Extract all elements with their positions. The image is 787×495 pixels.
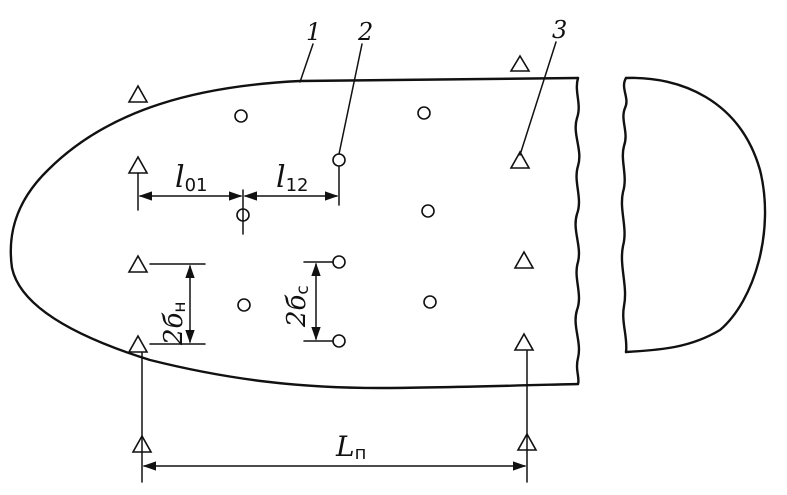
- dimension-label-l12-sub: 12: [286, 175, 309, 196]
- wing-break-line: [574, 76, 581, 386]
- wing-tip-break-line: [620, 76, 628, 354]
- circle-marker-3: [332, 153, 346, 167]
- triangle-marker-a: [127, 84, 149, 103]
- circle-marker-6: [332, 255, 346, 269]
- leader-line-3: [519, 41, 557, 156]
- callout-label-1: 1: [306, 18, 321, 46]
- circle-marker-8: [423, 295, 437, 309]
- dimension-label-lp-sub: п: [355, 443, 367, 464]
- circle-marker-9: [332, 334, 346, 348]
- dimension-label-l12: l12: [276, 160, 309, 196]
- circle-marker-5: [421, 204, 435, 218]
- dimension-label-bh-sub: н: [170, 301, 190, 312]
- triangle-marker-c: [127, 155, 149, 174]
- triangle-marker-e: [127, 254, 149, 273]
- callout-label-3: 3: [552, 16, 567, 44]
- circle-marker-2: [417, 106, 431, 120]
- dimension-label-l01-sub: 01: [185, 175, 208, 196]
- callout-label-2: 2: [357, 18, 373, 46]
- triangle-marker-g: [127, 334, 149, 353]
- triangle-marker-h: [513, 332, 535, 351]
- triangle-marker-f: [513, 250, 535, 269]
- dimension-label-l01: l01: [175, 160, 208, 196]
- leader-line-1: [299, 43, 314, 83]
- dimension-label-lp-main: L: [335, 430, 355, 463]
- circle-marker-1: [234, 109, 248, 123]
- wing-tip-outline: [624, 76, 767, 354]
- triangle-marker-d: [509, 150, 531, 169]
- dimension-label-bc-main: 2б: [282, 294, 312, 328]
- dimension-label-bh: 2бн: [159, 301, 190, 346]
- leader-line-2: [338, 43, 363, 155]
- dimension-label-bh-main: 2б: [159, 312, 189, 346]
- dimension-label-l01-main: l: [175, 160, 185, 195]
- triangle-marker-b: [509, 54, 531, 72]
- circle-marker-7: [237, 298, 251, 312]
- dimension-label-bc: 2бс: [282, 285, 313, 328]
- dimension-label-l12-main: l: [276, 160, 286, 195]
- wing-outline: [9, 76, 580, 390]
- dimension-label-lp: Lп: [335, 430, 366, 464]
- dimension-label-bc-sub: с: [293, 285, 313, 294]
